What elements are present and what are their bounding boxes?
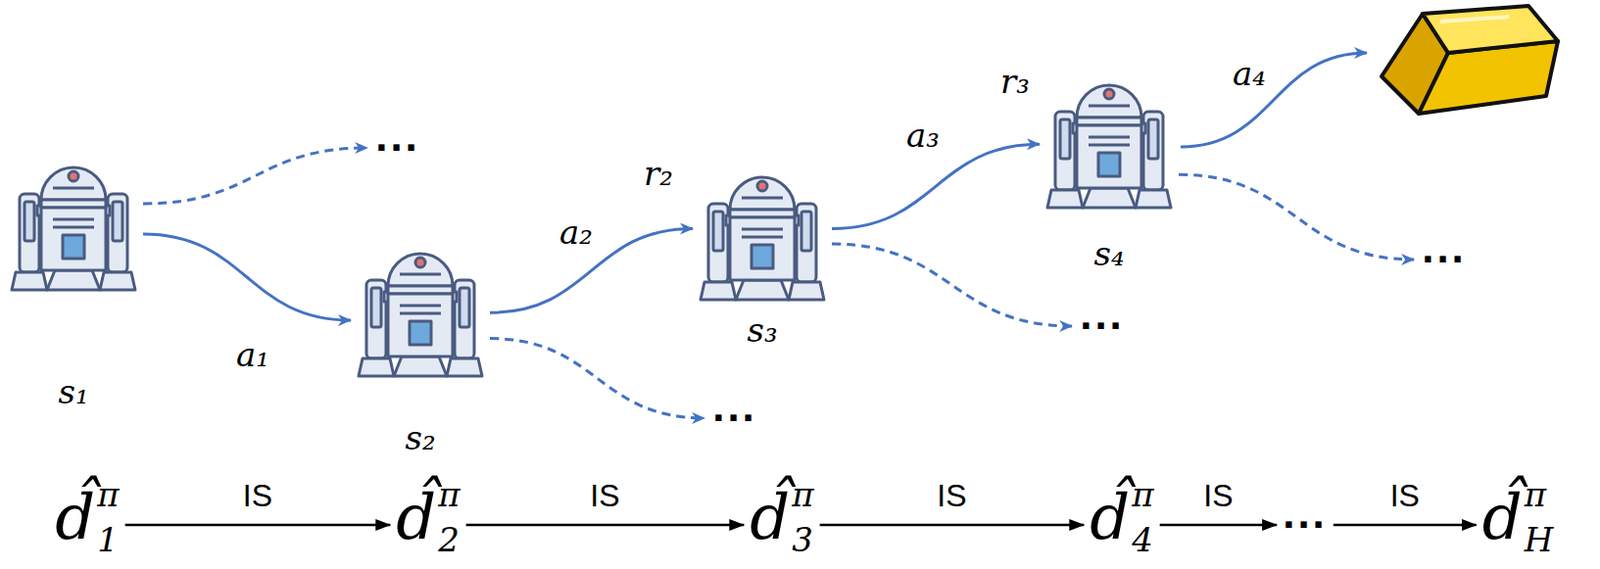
robot-icon xyxy=(698,152,826,305)
distribution-symbol: d̂ xyxy=(54,478,96,557)
subscript: 4 xyxy=(1131,523,1154,557)
state-label: s₁ xyxy=(57,372,89,413)
ellipsis: ... xyxy=(712,385,758,429)
script-column: πH xyxy=(1524,478,1554,557)
state-robot: s₂ xyxy=(356,229,485,382)
superscript: π xyxy=(96,478,119,512)
transfer-arrow xyxy=(820,524,1085,528)
action-label: a₄ xyxy=(1232,53,1266,95)
distribution-node: d̂π2 xyxy=(395,478,460,557)
transition-arrow xyxy=(1178,174,1414,260)
gold-bar xyxy=(1381,5,1558,114)
ellipsis-node: ... xyxy=(375,114,421,158)
superscript: π xyxy=(791,478,814,512)
reward-label: r₃ xyxy=(1000,61,1030,102)
state-label: s₄ xyxy=(1093,234,1124,275)
reward-label: r₂ xyxy=(643,153,674,194)
ellipsis: ... xyxy=(1421,226,1467,270)
transition-arrow xyxy=(831,144,1040,229)
ellipsis: ... xyxy=(1282,491,1328,535)
robot-icon xyxy=(9,143,138,295)
distribution-node: d̂πH xyxy=(1482,478,1554,557)
transition-arrow xyxy=(143,234,351,321)
action-arrow xyxy=(1180,52,1367,147)
robot-icon xyxy=(356,229,485,382)
transition-arrow xyxy=(831,243,1072,327)
operation-label: IS xyxy=(587,477,622,515)
operation-label: IS xyxy=(934,477,969,515)
action-label: a₁ xyxy=(236,335,270,376)
script-column: π4 xyxy=(1131,478,1154,557)
ellipsis-node: ... xyxy=(712,385,758,429)
action-label: a₃ xyxy=(906,115,940,156)
state-robot: s₄ xyxy=(1045,60,1173,213)
superscript: π xyxy=(1524,478,1554,512)
ellipsis-node: ... xyxy=(1421,226,1467,270)
script-column: π1 xyxy=(96,478,119,557)
ellipsis: ... xyxy=(1079,292,1125,337)
transfer-arrow xyxy=(125,524,391,528)
operation-label: IS xyxy=(241,477,275,515)
distribution-symbol: d̂ xyxy=(749,478,790,557)
superscript: π xyxy=(437,478,460,512)
script-column: π2 xyxy=(437,478,460,557)
action-label: a₂ xyxy=(559,212,593,253)
ellipsis: ... xyxy=(375,114,421,158)
operation-label: IS xyxy=(1201,477,1235,515)
state-robot: s₃ xyxy=(698,152,826,305)
transfer-arrow xyxy=(466,524,745,528)
operation-label: IS xyxy=(1388,477,1422,515)
script-column: π3 xyxy=(791,478,814,557)
subscript: 3 xyxy=(791,523,814,557)
state-label: s₃ xyxy=(746,310,777,351)
subscript: H xyxy=(1524,523,1554,557)
superscript: π xyxy=(1131,478,1154,512)
distribution-symbol: d̂ xyxy=(1089,478,1130,557)
ellipsis-node: ... xyxy=(1079,292,1125,337)
ellipsis-node: ... xyxy=(1282,491,1328,535)
transition-arrow xyxy=(143,147,368,204)
robot-icon xyxy=(1045,60,1173,213)
distribution-symbol: d̂ xyxy=(395,478,437,557)
transition-arrow xyxy=(489,339,705,419)
distribution-node: d̂π1 xyxy=(54,478,119,557)
subscript: 2 xyxy=(437,523,460,557)
state-robot: s₁ xyxy=(9,143,138,295)
state-label: s₂ xyxy=(404,418,436,459)
transfer-arrow xyxy=(1160,524,1278,528)
subscript: 1 xyxy=(96,523,119,557)
distribution-node: d̂π4 xyxy=(1089,478,1154,557)
distribution-node: d̂π3 xyxy=(749,478,814,557)
distribution-symbol: d̂ xyxy=(1482,478,1523,557)
transfer-arrow xyxy=(1333,524,1477,528)
